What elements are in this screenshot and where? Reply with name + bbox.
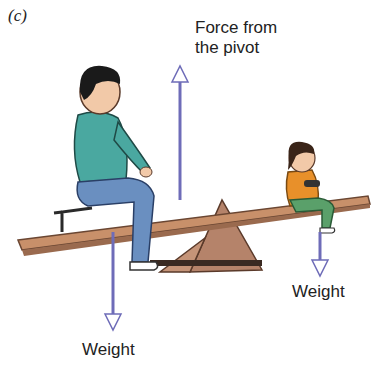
girl-figure xyxy=(286,142,334,233)
weight-label: Weight xyxy=(82,340,162,360)
pivot-side xyxy=(160,238,205,272)
plank xyxy=(18,196,370,250)
weight-label: Weight xyxy=(292,282,372,302)
seat-handle xyxy=(54,208,92,232)
man-figure xyxy=(74,66,157,270)
panel-letter: (c) xyxy=(8,6,68,26)
pivot-base xyxy=(150,260,262,266)
force-label: Force from the pivot xyxy=(195,18,305,59)
plank-edge xyxy=(22,204,370,256)
